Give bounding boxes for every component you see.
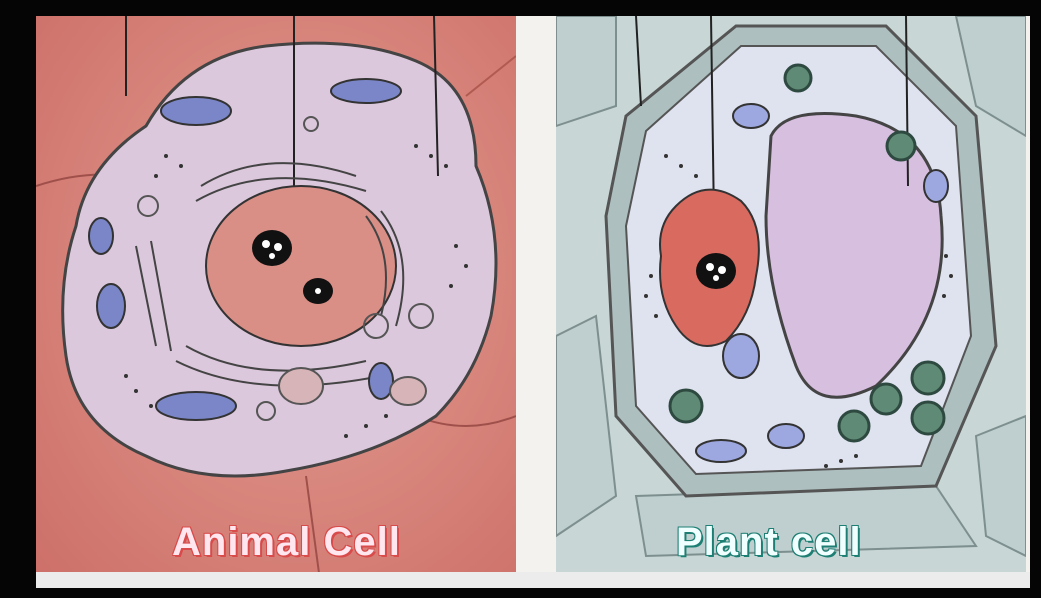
animal-cell-caption: Animal Cell — [172, 520, 401, 565]
animal-nucleus — [206, 186, 396, 346]
plant-cell-drawing — [556, 16, 1026, 588]
plant-cell-panel — [556, 16, 1026, 588]
plant-cell-caption: Plant cell — [676, 520, 862, 565]
diagram-board: Animal Cell Plant cell — [36, 16, 1030, 588]
bottom-strip — [36, 572, 1030, 588]
animal-cell-panel — [36, 16, 516, 588]
animal-cell-drawing — [36, 16, 516, 588]
